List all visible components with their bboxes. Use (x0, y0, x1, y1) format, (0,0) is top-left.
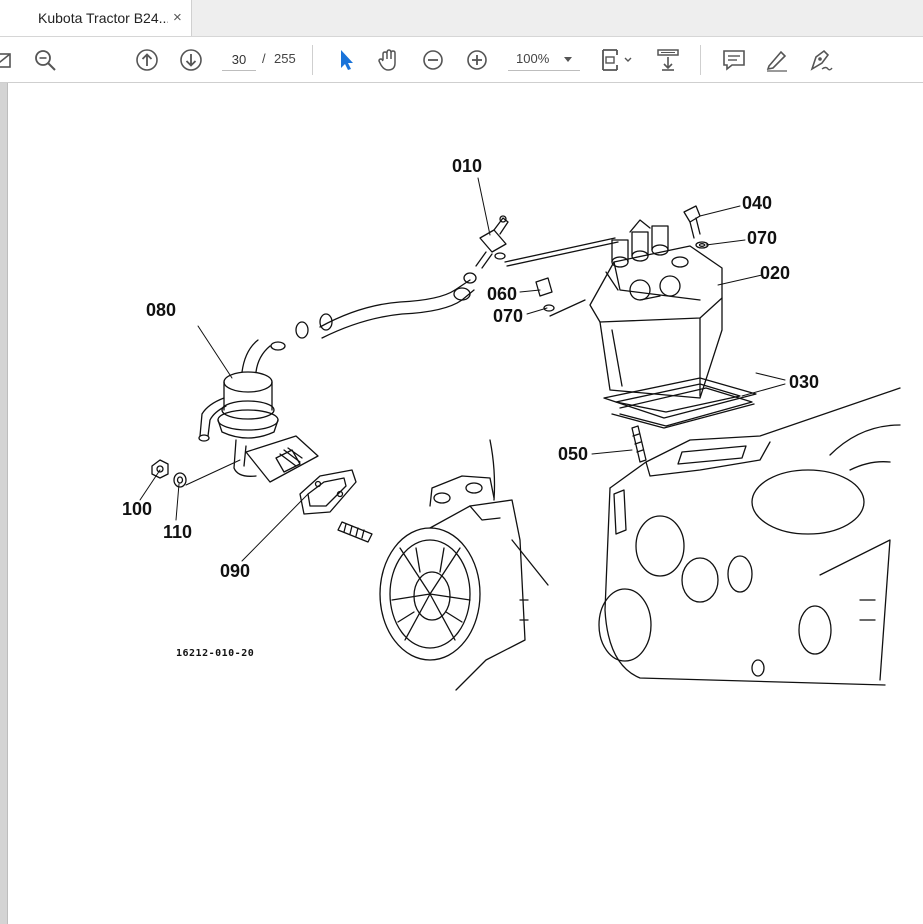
gasket-090 (299, 469, 357, 515)
select-arrow-icon[interactable] (333, 47, 359, 73)
figure-code: 16212-010-20 (176, 648, 255, 659)
zoom-minus-icon[interactable] (420, 47, 446, 73)
chevron-down-icon (564, 57, 572, 62)
callout-070-upper: 070 (747, 228, 778, 248)
gasket-030 (603, 377, 757, 429)
close-icon[interactable]: × (173, 9, 182, 26)
page-separator: / (262, 51, 266, 66)
zoom-select[interactable]: 100% (508, 48, 580, 71)
toolbar-divider (312, 45, 313, 75)
callout-020: 020 (760, 263, 791, 283)
zoom-value: 100% (516, 51, 550, 66)
banjo-fitting (475, 215, 509, 269)
scroll-mode-icon[interactable] (655, 47, 681, 73)
hand-tool-icon[interactable] (376, 47, 402, 73)
page-fit-icon[interactable] (600, 47, 636, 73)
callout-030: 030 (789, 372, 820, 392)
gear-housing (379, 439, 549, 691)
callout-110: 110 (163, 522, 193, 542)
comment-icon[interactable] (721, 47, 747, 73)
zoom-plus-icon[interactable] (464, 47, 490, 73)
parts-diagram (139, 177, 901, 691)
tab-title: Kubota Tractor B24... (38, 10, 168, 26)
document-tab[interactable]: Kubota Tractor B24... × (0, 0, 192, 36)
page-total: 255 (274, 51, 296, 66)
pdf-page: 010 040 070 020 060 070 080 030 050 100 … (8, 83, 923, 924)
page-edge (0, 83, 8, 924)
callout-060: 060 (487, 284, 518, 304)
tab-bar: Kubota Tractor B24... × (0, 0, 923, 37)
sign-icon[interactable] (808, 47, 834, 73)
previous-page-icon[interactable] (134, 47, 160, 73)
callout-090: 090 (220, 561, 251, 581)
callout-080: 080 (146, 300, 177, 320)
callout-010: 010 (452, 156, 483, 176)
stud-050 (631, 425, 647, 463)
toolbar-divider (700, 45, 701, 75)
document-viewport[interactable]: 010 040 070 020 060 070 080 030 050 100 … (0, 83, 923, 924)
injection-pump (589, 219, 723, 399)
callout-040: 040 (742, 193, 773, 213)
callout-100: 100 (122, 499, 153, 519)
page-number-input[interactable] (222, 48, 256, 71)
highlight-pen-icon[interactable] (764, 47, 790, 73)
engine-block (598, 387, 901, 686)
email-icon[interactable] (0, 47, 14, 73)
callout-070-lower: 070 (493, 306, 524, 326)
nut-washer (151, 459, 187, 488)
shaft (337, 521, 373, 543)
toolbar: / 255 100% (0, 37, 923, 83)
leader-lines (139, 177, 786, 562)
next-page-icon[interactable] (178, 47, 204, 73)
bolt-washer (683, 205, 709, 249)
small-part-060 (535, 277, 586, 317)
callout-050: 050 (558, 444, 589, 464)
zoom-out-icon[interactable] (32, 47, 58, 73)
fuel-hose (295, 237, 619, 339)
fuel-feed-pump (198, 339, 319, 483)
